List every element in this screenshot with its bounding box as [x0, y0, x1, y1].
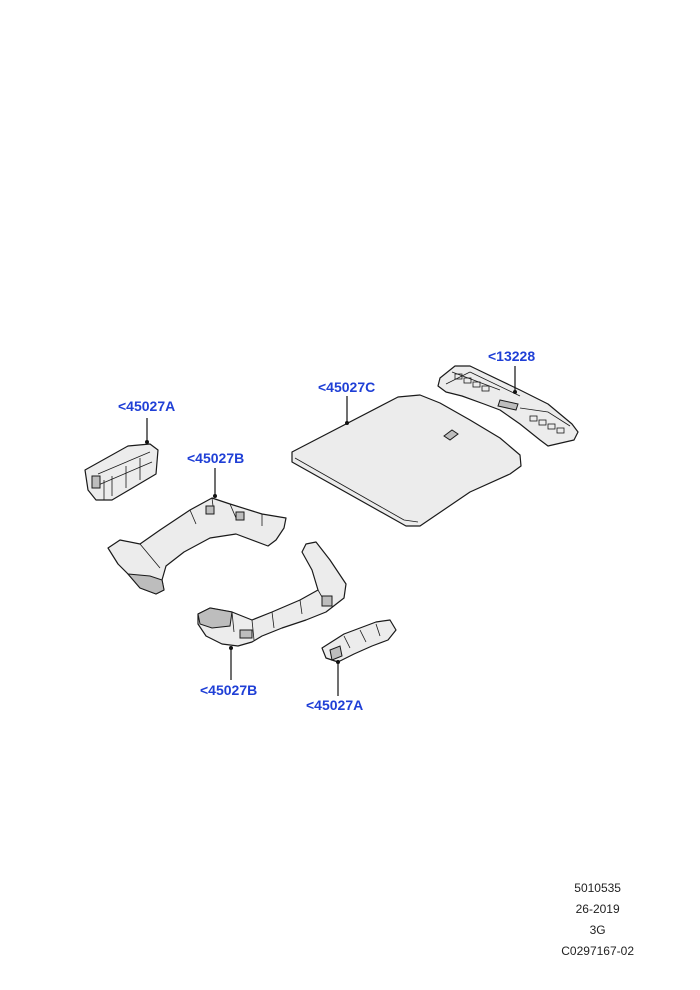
leader-dot-45027B-bottom — [229, 646, 233, 650]
part-45027B-bottom-support — [197, 541, 347, 647]
drawing-reference-block: 5010535 26-2019 3G C0297167-02 — [561, 878, 634, 962]
part-13228-scuff-panel — [437, 365, 579, 447]
leader-dot-45027A-top — [145, 440, 149, 444]
callout-45027B-bottom: <45027B — [200, 682, 258, 698]
leader-dot-45027C — [345, 421, 349, 425]
reference-line-1: 5010535 — [574, 881, 621, 895]
reference-line-3: 3G — [589, 923, 606, 937]
leader-dot-45027A-bottom — [336, 660, 340, 664]
callout-13228: <13228 — [488, 348, 536, 364]
part-45027A-top-block — [84, 443, 159, 501]
part-45027B-top-support — [107, 497, 287, 595]
leader-dot-45027B-top — [213, 494, 217, 498]
callout-45027B-top: <45027B — [187, 450, 245, 466]
part-45027C-load-floor — [291, 394, 522, 527]
callout-45027A-top: <45027A — [118, 398, 176, 414]
leader-dot-13228 — [513, 390, 517, 394]
part-45027A-bottom-bracket — [321, 619, 397, 663]
reference-line-4: C0297167-02 — [561, 944, 634, 958]
callout-45027A-bottom: <45027A — [306, 697, 364, 713]
callout-45027C: <45027C — [318, 379, 376, 395]
reference-line-2: 26-2019 — [575, 902, 620, 916]
leader-lines — [145, 366, 517, 696]
